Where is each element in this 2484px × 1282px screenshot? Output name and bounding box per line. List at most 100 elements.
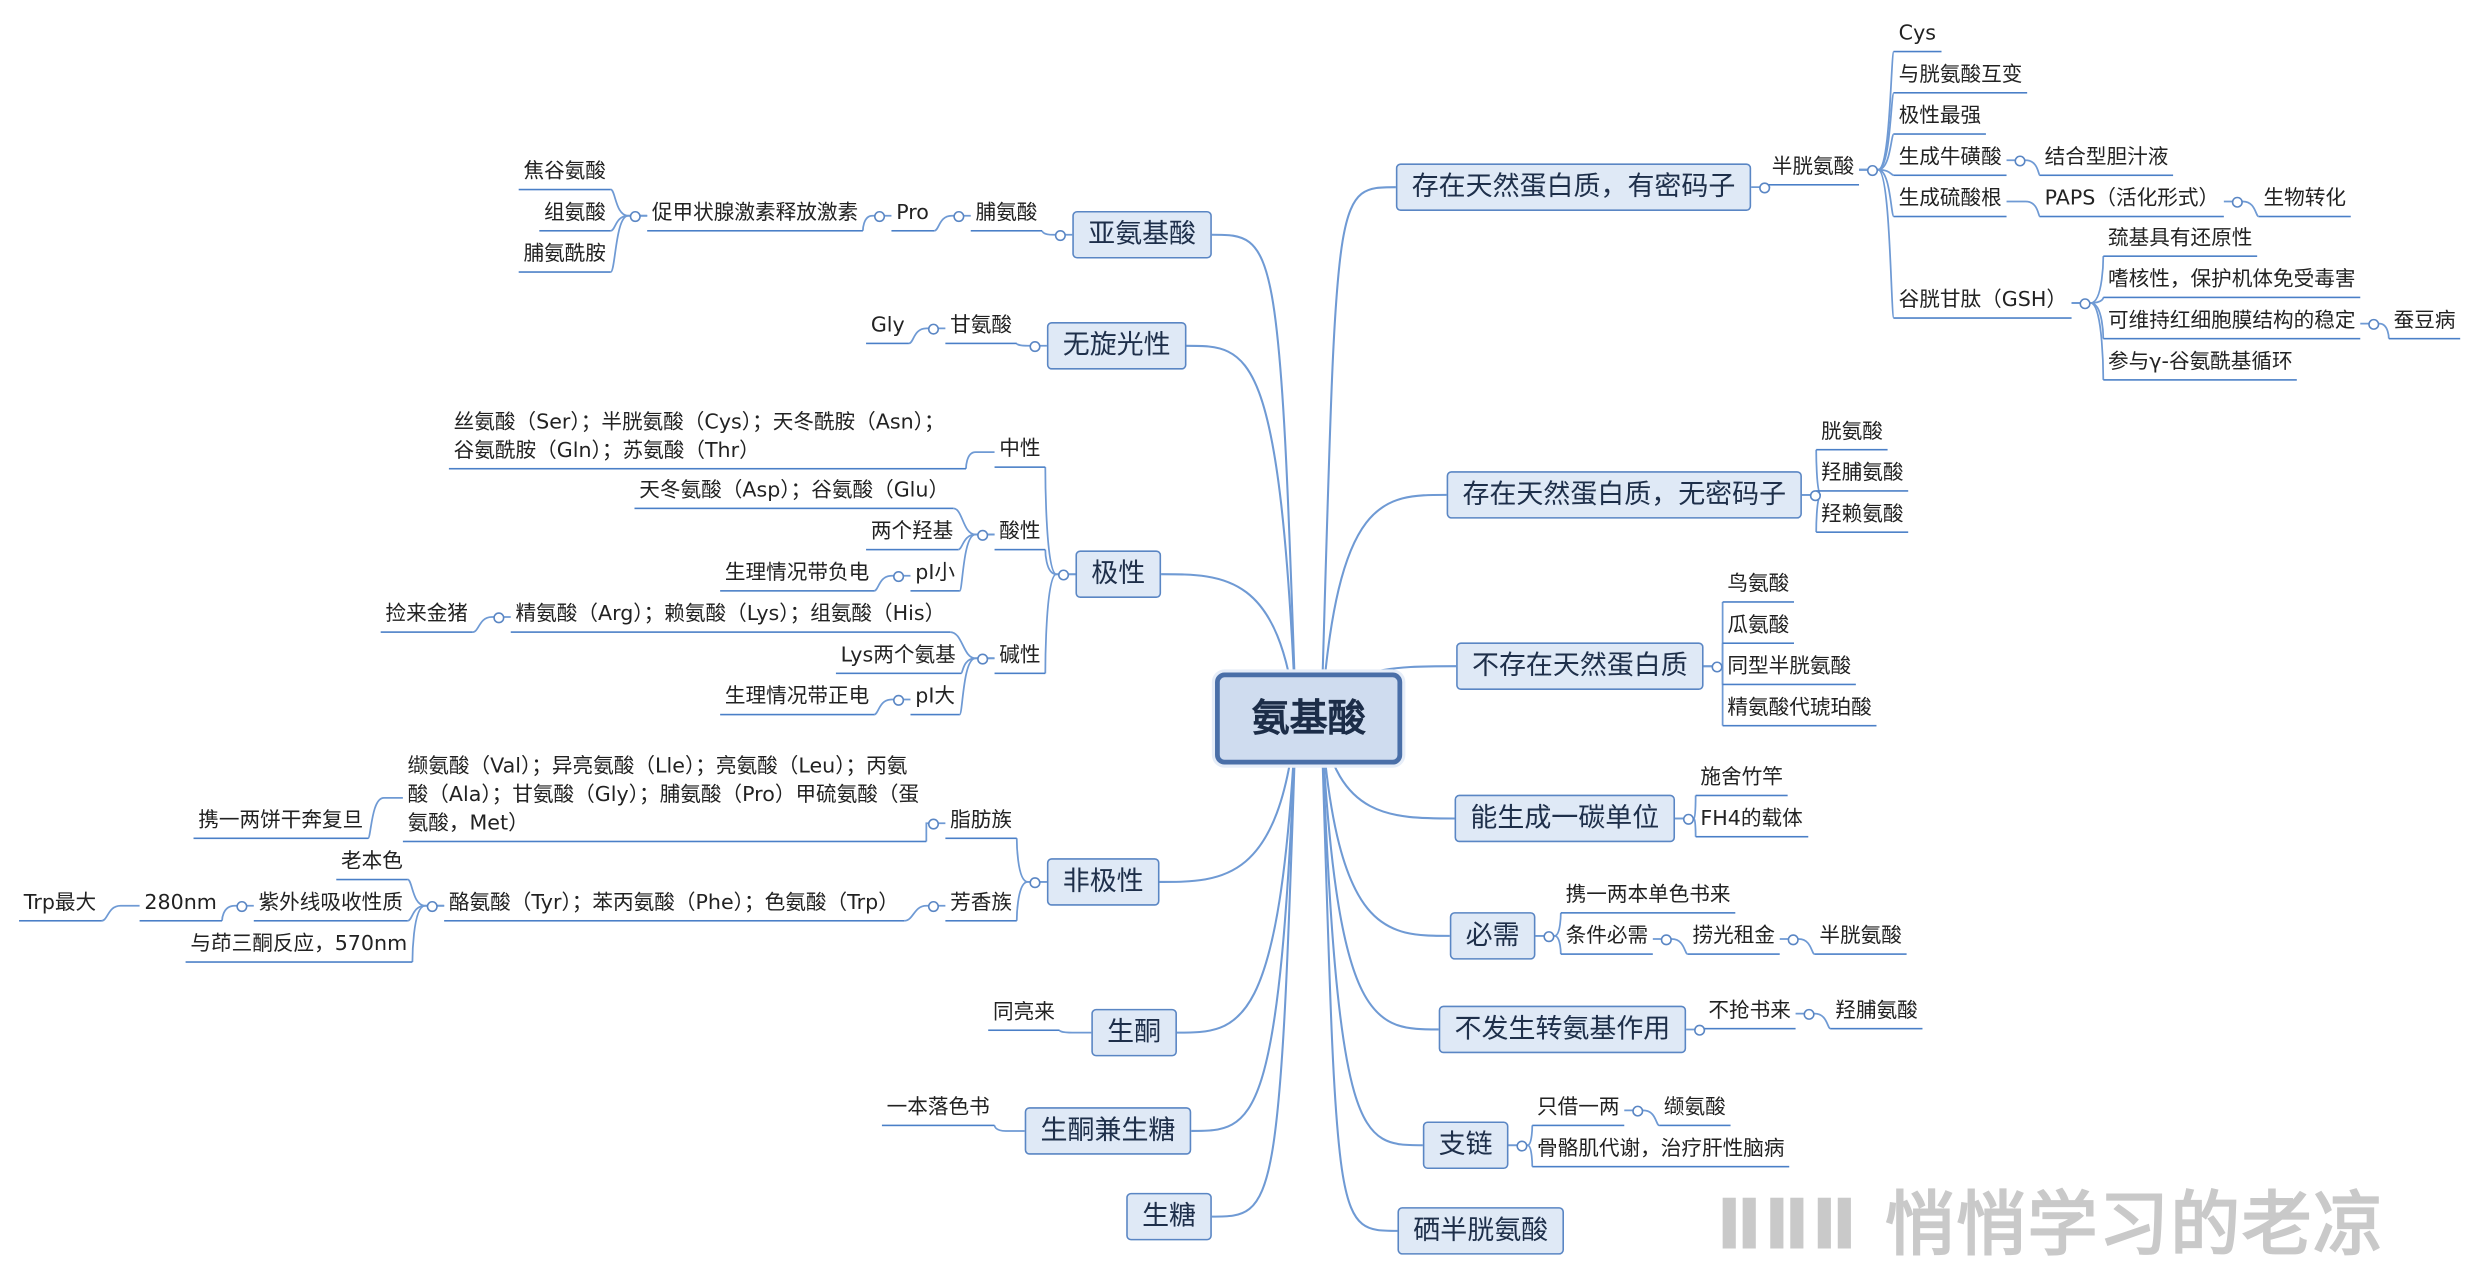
node-acidic[interactable]: 酸性	[994, 519, 1046, 551]
node-no-transamination-hyp[interactable]: 羟脯氨酸	[1830, 998, 1923, 1030]
node-branched-mnemonic[interactable]: 只借一两	[1532, 1094, 1625, 1127]
collapse-dot[interactable]	[1057, 568, 1069, 580]
branch-branched-chain[interactable]: 支链	[1422, 1121, 1509, 1170]
collapse-dot[interactable]	[1659, 933, 1672, 945]
node-histidine[interactable]: 组氨酸	[539, 200, 611, 232]
node-280nm[interactable]: 280nm	[139, 890, 222, 922]
collapse-dot[interactable]	[892, 570, 904, 582]
node-essential-cysteine[interactable]: 半胱氨酸	[1814, 923, 1907, 955]
branch-ketogenic[interactable]: 生酮	[1091, 1008, 1177, 1057]
node-basic-list[interactable]: 精氨酸（Arg）；赖氨酸（Lys）；组氨酸（His）	[510, 601, 951, 633]
node-favism[interactable]: 蚕豆病	[2388, 308, 2461, 340]
node-essential-mnemonic[interactable]: 携一两本单色书来	[1560, 882, 1736, 914]
node-neutral[interactable]: 中性	[994, 436, 1046, 468]
collapse-dot[interactable]	[927, 900, 939, 912]
node-basic-mnemonic[interactable]: 捡来金猪	[380, 601, 473, 633]
collapse-dot[interactable]	[1710, 660, 1722, 672]
collapse-dot[interactable]	[492, 611, 504, 623]
node-pi-large[interactable]: pI大	[910, 684, 960, 716]
node-pyroglutamate[interactable]: 焦谷氨酸	[518, 159, 611, 191]
node-acidic-list[interactable]: 天冬氨酸（Asp）；谷氨酸（Glu）	[634, 477, 954, 510]
node-fh4-carrier[interactable]: FH4的载体	[1695, 806, 1808, 838]
collapse-dot[interactable]	[976, 652, 988, 664]
branch-imino-acid[interactable]: 亚氨基酸	[1072, 210, 1212, 259]
branch-glucogenic[interactable]: 生糖	[1126, 1192, 1212, 1241]
node-strongest-polarity[interactable]: 极性最强	[1893, 103, 1986, 135]
node-keto-glucogenic-mnemonic[interactable]: 一本落色书	[881, 1094, 995, 1127]
collapse-dot[interactable]	[1542, 930, 1554, 942]
collapse-dot[interactable]	[976, 528, 988, 541]
collapse-dot[interactable]	[873, 210, 885, 222]
collapse-dot[interactable]	[1054, 229, 1066, 241]
node-gly[interactable]: Gly	[866, 312, 910, 345]
node-one-carbon-mnemonic[interactable]: 施舍竹竿	[1695, 765, 1788, 797]
node-pi-small[interactable]: pI小	[910, 560, 960, 592]
branch-natural-coded[interactable]: 存在天然蛋白质，有密码子	[1395, 163, 1752, 211]
node-citrulline[interactable]: 瓜氨酸	[1722, 612, 1795, 644]
collapse-dot[interactable]	[1028, 340, 1040, 352]
branch-keto-glucogenic[interactable]: 生酮兼生糖	[1024, 1107, 1192, 1155]
node-glycine-cn[interactable]: 甘氨酸	[945, 312, 1017, 345]
branch-not-in-protein[interactable]: 不存在天然蛋白质	[1456, 642, 1704, 690]
collapse-dot[interactable]	[1809, 489, 1821, 501]
node-gsh-rbc[interactable]: 可维持红细胞膜结构的稳定	[2103, 308, 2361, 340]
branch-selenocysteine[interactable]: 硒半胱氨酸	[1397, 1207, 1564, 1255]
node-uv-absorption[interactable]: 紫外线吸收性质	[253, 890, 408, 922]
collapse-dot[interactable]	[927, 817, 939, 829]
collapse-dot[interactable]	[1866, 164, 1878, 176]
node-gsh[interactable]: 谷胱甘肽（GSH）	[1893, 287, 2072, 319]
node-biotransformation[interactable]: 生物转化	[2258, 186, 2351, 218]
collapse-dot[interactable]	[1631, 1104, 1643, 1116]
branch-nonpolar[interactable]: 非极性	[1046, 858, 1160, 906]
branch-polar[interactable]: 极性	[1075, 550, 1162, 598]
node-prolinamide[interactable]: 脯氨酰胺	[518, 241, 611, 273]
collapse-dot[interactable]	[892, 693, 904, 706]
collapse-dot[interactable]	[2078, 297, 2090, 309]
node-neutral-list[interactable]: 丝氨酸（Ser）；半胱氨酸（Cys）；天冬酰胺（Asn）；谷氨酰胺（Gln）；苏…	[448, 409, 966, 470]
node-conditionally-essential[interactable]: 条件必需	[1560, 923, 1653, 955]
root-topic[interactable]: 氨基酸	[1215, 672, 1403, 765]
node-hydroxyproline[interactable]: 羟脯氨酸	[1816, 460, 1909, 492]
collapse-dot[interactable]	[1786, 933, 1798, 945]
node-trh[interactable]: 促甲状腺激素释放激素	[647, 200, 863, 232]
node-ornithine[interactable]: 鸟氨酸	[1722, 571, 1795, 603]
node-aromatic-mnemonic[interactable]: 老本色	[336, 849, 408, 881]
node-aliphatic-mnemonic[interactable]: 携一两饼干奔复旦	[193, 807, 369, 840]
node-cystine[interactable]: 胱氨酸	[1816, 419, 1888, 451]
collapse-dot[interactable]	[628, 210, 641, 222]
node-lys-two-amino[interactable]: Lys两个氨基	[835, 642, 961, 675]
collapse-dot[interactable]	[1693, 1023, 1705, 1035]
collapse-dot[interactable]	[1515, 1139, 1527, 1151]
node-ketogenic-mnemonic[interactable]: 同亮来	[988, 999, 1060, 1032]
node-ninhydrin[interactable]: 与茚三酮反应，570nm	[185, 931, 412, 963]
collapse-dot[interactable]	[2230, 195, 2243, 207]
node-valine[interactable]: 缬氨酸	[1659, 1094, 1731, 1127]
collapse-dot[interactable]	[425, 900, 437, 912]
node-aromatic[interactable]: 芳香族	[945, 890, 1017, 922]
node-cys[interactable]: Cys	[1893, 21, 1941, 53]
collapse-dot[interactable]	[952, 210, 964, 222]
node-homocysteine[interactable]: 同型半胱氨酸	[1722, 654, 1856, 686]
node-muscle-metabolism[interactable]: 骨骼肌代谢，治疗肝性脑病	[1532, 1136, 1790, 1168]
branch-no-transamination[interactable]: 不发生转氨基作用	[1438, 1005, 1687, 1054]
node-sulfate[interactable]: 生成硫酸根	[1893, 186, 2007, 218]
collapse-dot[interactable]	[927, 322, 939, 334]
node-proline-cn[interactable]: 脯氨酸	[970, 200, 1043, 232]
node-interconvert-cystine[interactable]: 与胱氨酸互变	[1893, 62, 2028, 94]
node-bile[interactable]: 结合型胆汁液	[2039, 144, 2174, 177]
node-aromatic-list[interactable]: 酪氨酸（Tyr）；苯丙氨酸（Phe）；色氨酸（Trp）	[444, 890, 904, 922]
node-hydroxylysine[interactable]: 羟赖氨酸	[1816, 501, 1909, 533]
node-gsh-cycle[interactable]: 参与γ-谷氨酰基循环	[2103, 349, 2298, 381]
branch-no-optical-activity[interactable]: 无旋光性	[1046, 321, 1187, 370]
node-aliphatic[interactable]: 脂肪族	[945, 807, 1017, 840]
node-basic[interactable]: 碱性	[994, 642, 1046, 675]
node-gsh-nucleophilic[interactable]: 嗜核性，保护机体免受毒害	[2103, 266, 2361, 299]
collapse-dot[interactable]	[2367, 318, 2379, 330]
node-conditional-mnemonic[interactable]: 捞光租金	[1687, 923, 1780, 955]
node-negative-charge[interactable]: 生理情况带负电	[720, 560, 875, 592]
collapse-dot[interactable]	[2013, 154, 2025, 166]
node-argininosuccinate[interactable]: 精氨酸代琥珀酸	[1722, 695, 1877, 727]
node-cysteine[interactable]: 半胱氨酸	[1767, 154, 1860, 186]
node-pro[interactable]: Pro	[891, 200, 934, 232]
node-gsh-reducing[interactable]: 巯基具有还原性	[2103, 225, 2258, 257]
